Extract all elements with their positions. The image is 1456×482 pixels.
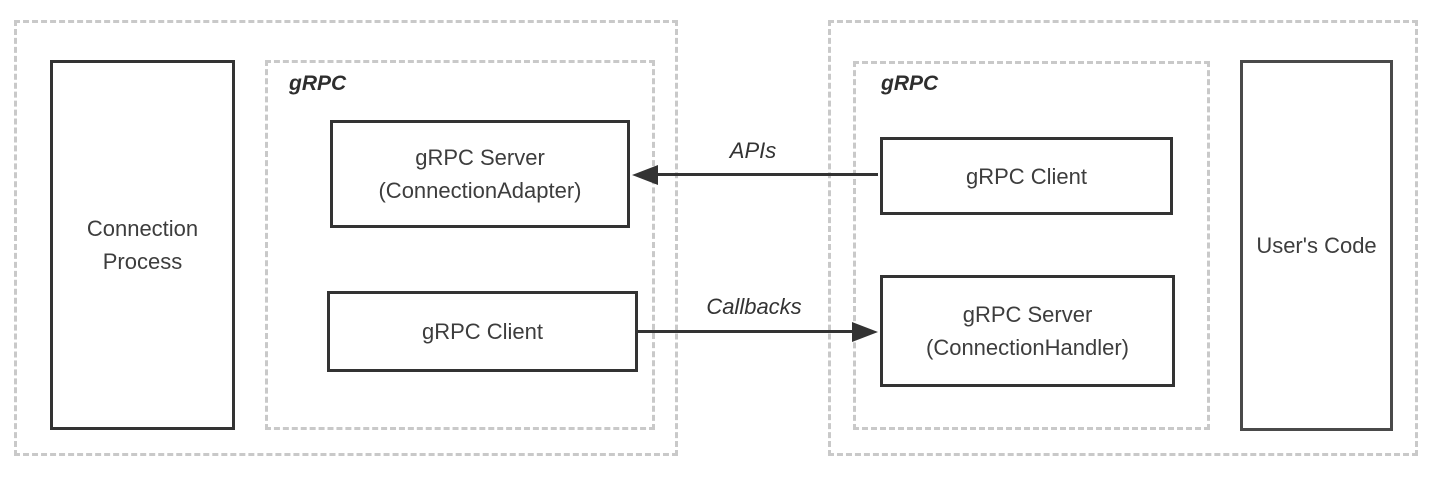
left-grpc-client-box: gRPC Client — [327, 291, 638, 372]
callbacks-arrow-label: Callbacks — [706, 294, 802, 319]
grpc-server-handler-title: gRPC Server — [962, 302, 1093, 327]
left-process-container — [14, 20, 678, 456]
right-grpc-group — [853, 61, 1210, 430]
right-grpc-client-box: gRPC Client — [880, 137, 1173, 215]
left-grpc-group — [265, 60, 655, 430]
grpc-server-subtitle: (ConnectionAdapter) — [378, 178, 582, 203]
right-user-container — [828, 20, 1418, 456]
apis-arrowhead-left-icon — [632, 165, 658, 185]
left-grpc-client-title: gRPC Client — [421, 319, 544, 344]
connection-process-label: Connection Process — [86, 216, 199, 274]
grpc-server-connection-adapter-box: gRPC Server (ConnectionAdapter) — [330, 120, 630, 228]
grpc-server-connection-handler-box: gRPC Server (ConnectionHandler) — [880, 275, 1175, 387]
grpc-server-handler-subtitle: (ConnectionHandler) — [926, 335, 1129, 360]
users-code-box: User's Code — [1240, 60, 1393, 431]
grpc-server-title: gRPC Server — [415, 145, 545, 170]
apis-arrow-label: APIs — [729, 138, 777, 163]
callbacks-arrow-line — [638, 330, 854, 333]
right-grpc-client-title: gRPC Client — [965, 163, 1088, 189]
right-grpc-group-label: gRPC — [881, 72, 939, 95]
connection-process-box: Connection Process — [50, 60, 235, 430]
left-grpc-group-label: gRPC — [289, 72, 347, 95]
users-code-label: User's Code — [1256, 233, 1377, 258]
apis-arrow-line — [654, 173, 878, 176]
callbacks-arrowhead-right-icon — [852, 322, 878, 342]
